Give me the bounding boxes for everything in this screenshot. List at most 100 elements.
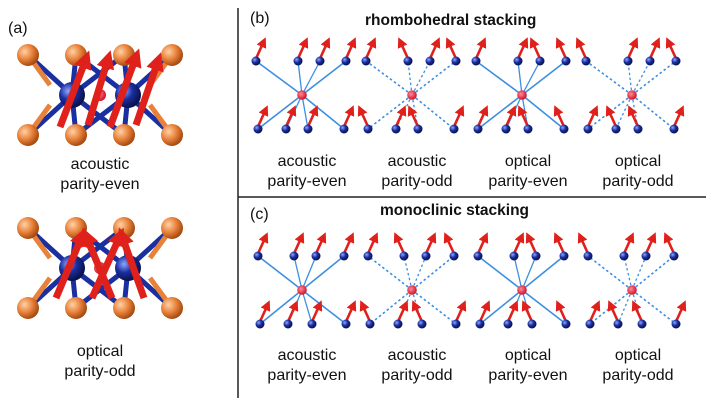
interlayer-bond [631,94,675,130]
selenium-atom [161,124,183,146]
metal-atom [391,124,401,134]
intralayer-bond [513,255,523,291]
metal-atom [311,251,321,261]
metal-atom [283,319,293,329]
selenium-atom [161,217,183,239]
metal-atom [527,319,537,329]
intralayer-bond [407,60,413,96]
intralayer-bond [403,255,413,291]
metal-atom [523,124,533,134]
intralayer-bond [411,60,431,96]
inversion-center [297,285,307,295]
inversion-center [627,285,637,295]
intralayer-bond [631,60,651,96]
metal-atom [633,124,643,134]
panel-c-mode-diagrams [253,232,687,329]
metal-atom [363,124,373,134]
panel-a-label: (a) [8,20,28,37]
metal-atom [449,124,459,134]
intralayer-bond [411,255,427,291]
intralayer-bond [293,255,303,291]
metal-atom [361,56,371,66]
displacement-arrow [132,52,164,127]
metal-atom [669,124,679,134]
metal-atom [341,319,351,329]
interlayer-bond [631,60,677,96]
interlayer-bond [301,94,345,130]
interlayer-bond [521,289,567,325]
metal-atom [473,251,483,261]
panel-b-label: (b) [250,10,270,27]
metal-atom [475,319,485,329]
interlayer-bond [411,60,457,96]
displacement-arrow [84,50,115,127]
displacement-arrow [116,227,148,300]
inversion-center [627,90,637,100]
metal-atom [535,56,545,66]
interlayer-bond [585,60,633,96]
metal-atom [289,251,299,261]
metal-atom [293,56,303,66]
metal-atom [449,251,459,261]
metal-atom [509,251,519,261]
interlayer-bond [479,289,523,325]
displacement-arrow [52,227,87,300]
panel-b-mode-diagrams [251,37,685,134]
metal-atom [513,56,523,66]
metal-atom [451,319,461,329]
metal-atom [669,251,679,261]
inversion-center [407,90,417,100]
selenium-atom [65,217,87,239]
displacement-arrow [106,48,142,129]
selenium-atom [17,44,39,66]
interlayer-bond [521,94,565,130]
metal-atom [417,319,427,329]
interlayer-bond [369,289,413,325]
interlayer-bond [259,289,303,325]
selenium-atom [17,217,39,239]
metal-atom [585,319,595,329]
metal-atom [583,124,593,134]
intralayer-bond [411,289,423,325]
metal-atom [473,124,483,134]
metal-atom [255,319,265,329]
inversion-center [517,285,527,295]
interlayer-bond [477,94,523,130]
metal-atom [307,319,317,329]
interlayer-bond [477,255,523,291]
intralayer-bond [627,60,633,96]
panel-a-crystal-structures [17,44,183,319]
metal-atom [531,251,541,261]
intralayer-bond [301,60,321,96]
metal-atom [623,56,633,66]
interlayer-bond [411,94,455,130]
metal-atom [671,319,681,329]
metal-atom [581,56,591,66]
intralayer-bond [517,60,523,96]
intralayer-bond [521,255,537,291]
selenium-atom [65,297,87,319]
interlayer-bond [411,289,457,325]
intralayer-bond [623,255,633,291]
intralayer-bond [301,255,317,291]
metal-atom [561,56,571,66]
metal-atom [251,56,261,66]
intralayer-bond [301,289,313,325]
displacement-arrow [56,50,92,129]
interlayer-bond [301,255,345,291]
selenium-atom [17,297,39,319]
metal-atom [637,319,647,329]
interlayer-bond [631,255,675,291]
inversion-center [297,90,307,100]
metal-atom [253,251,263,261]
metal-atom [315,56,325,66]
